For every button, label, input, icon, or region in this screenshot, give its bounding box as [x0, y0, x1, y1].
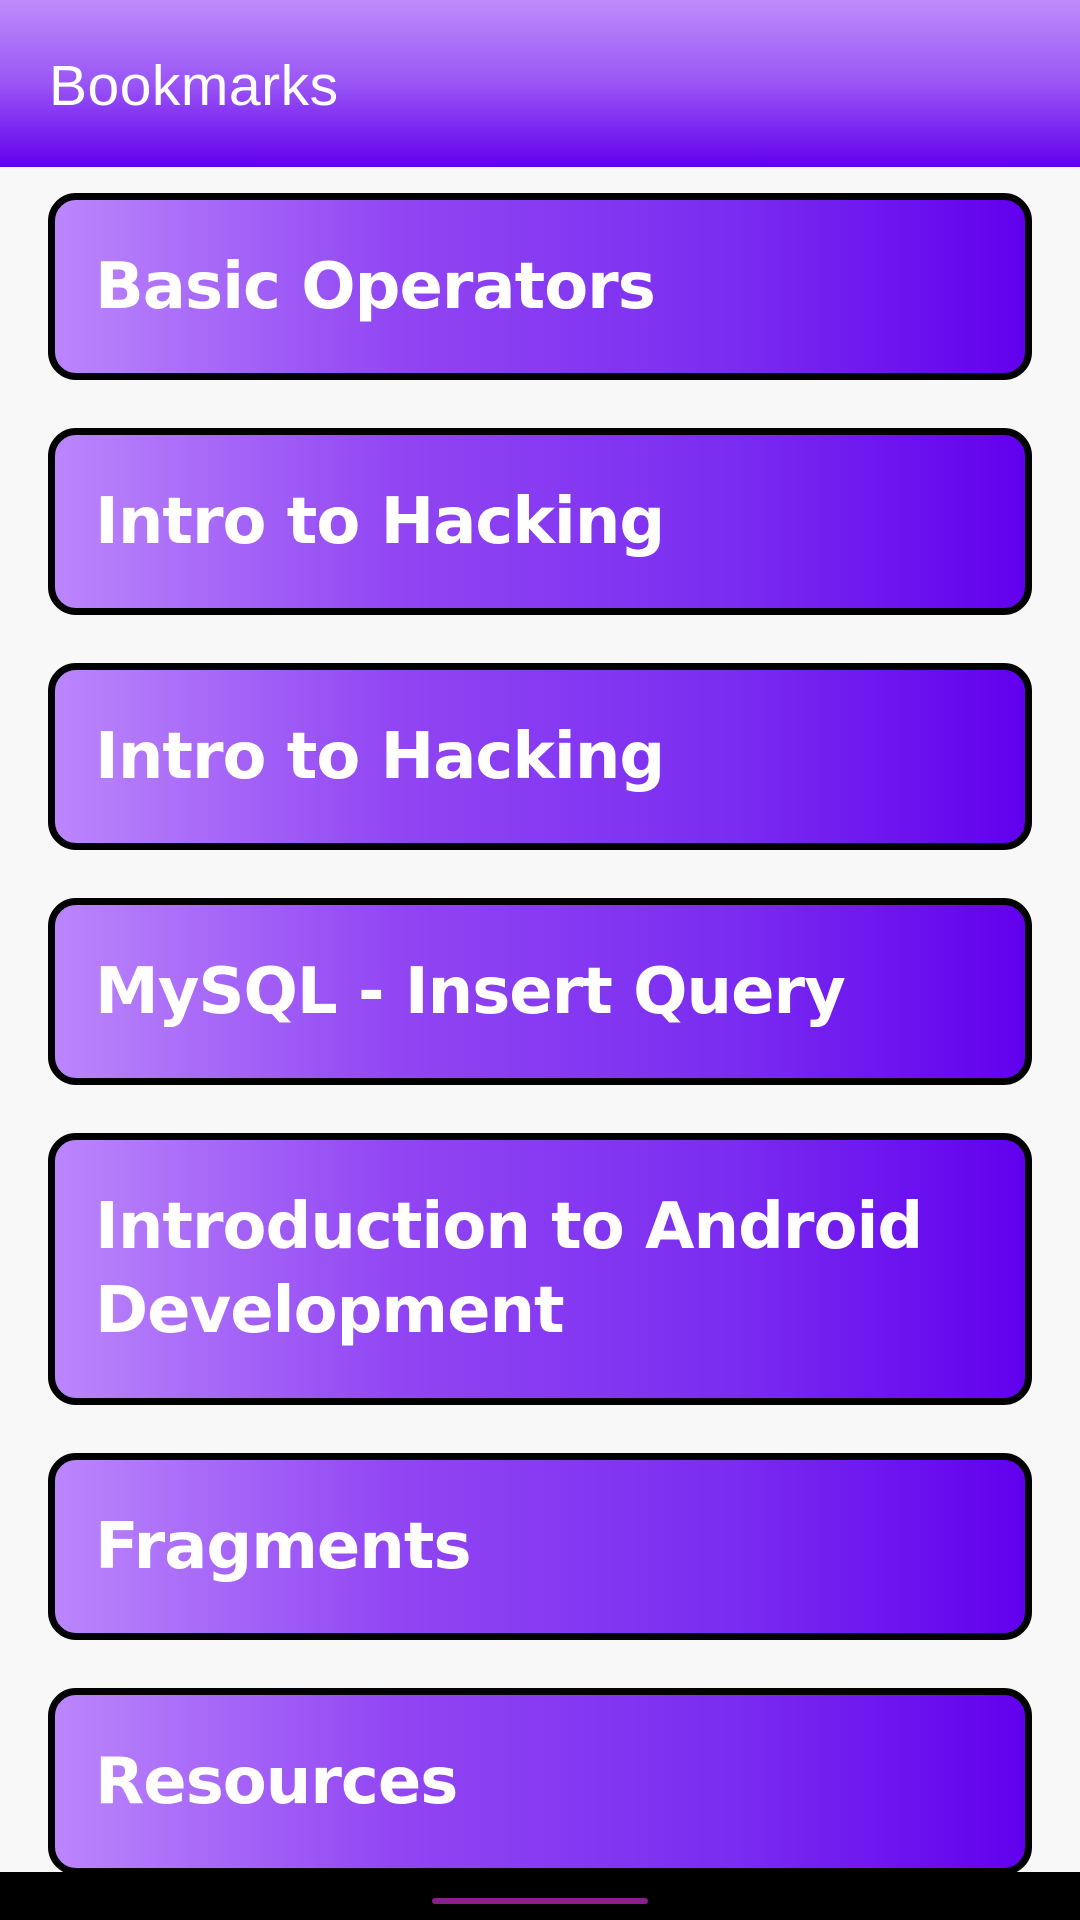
- page-title: Bookmarks: [49, 53, 339, 118]
- bookmark-card[interactable]: Resources: [48, 1688, 1032, 1872]
- bookmark-card[interactable]: MySQL - Insert Query: [48, 898, 1032, 1085]
- bookmark-card[interactable]: Intro to Hacking: [48, 428, 1032, 615]
- bookmark-card[interactable]: Fragments: [48, 1453, 1032, 1640]
- bookmark-title: Intro to Hacking: [95, 484, 665, 559]
- bookmark-title: Intro to Hacking: [95, 719, 665, 794]
- bookmarks-list[interactable]: Basic Operators Intro to Hacking Intro t…: [0, 167, 1080, 1872]
- system-navigation-bar: [0, 1872, 1080, 1920]
- bookmark-card[interactable]: Basic Operators: [48, 193, 1032, 380]
- bookmark-card[interactable]: Intro to Hacking: [48, 663, 1032, 850]
- bookmark-title: Resources: [95, 1744, 458, 1819]
- bookmark-title: Fragments: [95, 1509, 472, 1584]
- bookmark-card[interactable]: Introduction to Android Development: [48, 1133, 1032, 1405]
- bookmark-title: Basic Operators: [95, 249, 656, 324]
- gesture-handle[interactable]: [432, 1898, 648, 1904]
- app-bar: Bookmarks: [0, 0, 1080, 167]
- bookmark-title: Introduction to Android Development: [95, 1190, 923, 1348]
- bookmark-title: MySQL - Insert Query: [95, 954, 846, 1029]
